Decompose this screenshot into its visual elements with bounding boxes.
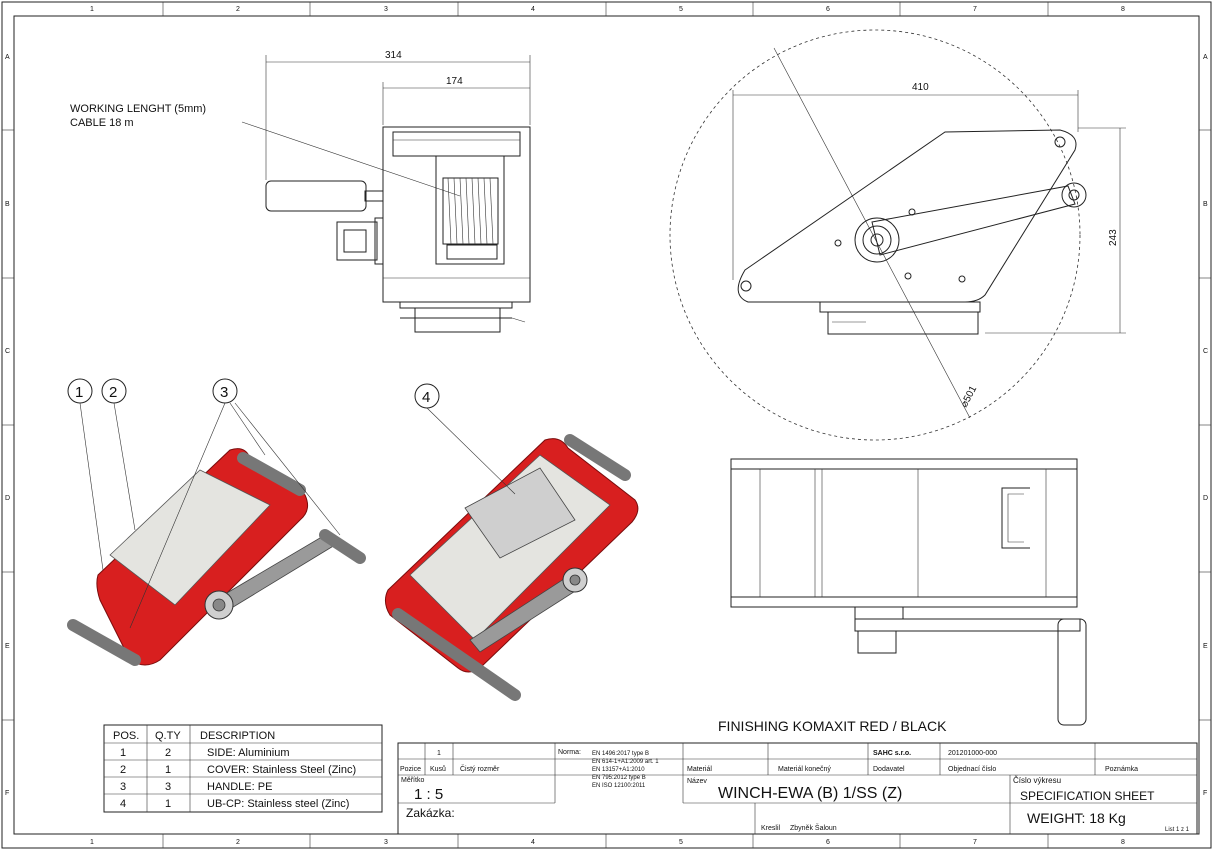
row-label: F xyxy=(5,790,9,797)
tb-norma-label: Norma: xyxy=(558,749,581,756)
bom-cell: 1 xyxy=(165,798,171,810)
tb-company: SAHC s.r.o. xyxy=(873,750,911,757)
bom-cell: 2 xyxy=(120,764,126,776)
cable-note-line2: CABLE 18 m xyxy=(70,117,134,129)
tb-norma-line: EN 614-1+A1:2009 art. 1 xyxy=(592,759,659,765)
tb-nazev-label: Název xyxy=(687,778,707,785)
tb-nazev: WINCH-EWA (B) 1/SS (Z) xyxy=(718,785,902,802)
front-view: 314 174 WORKING LENGHT (5mm) CABLE 18 m xyxy=(70,50,531,333)
col-label: 6 xyxy=(826,6,830,13)
row-label: C xyxy=(1203,348,1208,355)
tb-objednaci: Objednací číslo xyxy=(948,766,996,773)
col-label: 5 xyxy=(679,6,683,13)
col-label: 1 xyxy=(90,839,94,846)
tb-weight: WEIGHT: 18 Kg xyxy=(1027,810,1126,826)
col-label: 5 xyxy=(679,839,683,846)
side-view: ⌀501 410 243 xyxy=(669,29,1126,441)
col-label: 3 xyxy=(384,839,388,846)
tb-zakazka: Zakázka: xyxy=(406,806,455,820)
tb-qty: 1 xyxy=(437,750,441,757)
col-label: 8 xyxy=(1121,839,1125,846)
swing-circle xyxy=(669,29,1081,441)
row-label: F xyxy=(1203,790,1207,797)
row-label: E xyxy=(1203,643,1208,650)
row-label: A xyxy=(1203,54,1208,61)
tb-sheet: List 1 z 1 xyxy=(1165,827,1190,833)
inner-frame xyxy=(13,15,1200,835)
col-label: 3 xyxy=(384,6,388,13)
tb-norma-line: EN ISO 12100:2011 xyxy=(592,783,646,789)
dim-174: 174 xyxy=(446,76,463,87)
row-label: B xyxy=(5,201,10,208)
row-label: A xyxy=(5,54,10,61)
balloon-2: 2 xyxy=(109,384,117,401)
col-label: 8 xyxy=(1121,6,1125,13)
title-block: 1 Pozice Kusů Čistý rozměr Měřítko Norma… xyxy=(397,742,1198,835)
bom-cell: 1 xyxy=(120,747,126,759)
col-label: 6 xyxy=(826,839,830,846)
row-label: B xyxy=(1203,201,1208,208)
bom-cell: HANDLE: PE xyxy=(207,781,272,793)
row-label: C xyxy=(5,348,10,355)
bom-cell: SIDE: Aluminium xyxy=(207,747,290,759)
cable-note-line1: WORKING LENGHT (5mm) xyxy=(70,103,206,115)
bom-header-desc: DESCRIPTION xyxy=(200,730,275,742)
bom-header-pos: POS. xyxy=(113,730,139,742)
dim-243: 243 xyxy=(1108,229,1119,246)
col-label: 7 xyxy=(973,6,977,13)
bom-table: POS. Q.TY DESCRIPTION 1 2 SIDE: Aluminiu… xyxy=(103,724,383,813)
bom-cell: 3 xyxy=(165,781,171,793)
tb-meritko-label: Měřítko xyxy=(401,777,424,784)
tb-meritko: 1 : 5 xyxy=(414,786,443,803)
col-label: 7 xyxy=(973,839,977,846)
bom-header-qty: Q.TY xyxy=(155,730,181,742)
dim-314: 314 xyxy=(385,50,402,61)
tb-kusu: Kusů xyxy=(430,765,446,773)
tb-cislo-label: Číslo výkresu xyxy=(1013,776,1061,785)
tb-kreslil: Kreslil xyxy=(761,825,781,832)
bom-cell: 3 xyxy=(120,781,126,793)
dim-501: ⌀501 xyxy=(959,384,980,410)
row-label: D xyxy=(1203,495,1208,502)
dim-410: 410 xyxy=(912,82,929,93)
bom-cell: COVER: Stainless Steel (Zinc) xyxy=(207,764,356,776)
col-label: 2 xyxy=(236,6,240,13)
tb-author: Zbyněk Šaloun xyxy=(790,823,837,832)
tb-cisty: Čistý rozměr xyxy=(460,764,500,773)
bom-cell: 4 xyxy=(120,798,126,810)
row-label: E xyxy=(5,643,10,650)
tb-norma-line: EN 13157+A1:2010 xyxy=(592,767,645,773)
tb-cislo: SPECIFICATION SHEET xyxy=(1020,789,1155,803)
col-label: 1 xyxy=(90,6,94,13)
col-label: 2 xyxy=(236,839,240,846)
tb-norma-line: EN 1496:2017 type B xyxy=(592,751,649,757)
finishing-note: FINISHING KOMAXIT RED / BLACK xyxy=(718,718,947,734)
tb-material-konecny: Materiál konečný xyxy=(778,766,831,773)
iso-view-1: 1 2 3 xyxy=(67,378,366,666)
iso-view-2: 4 xyxy=(384,383,639,701)
bom-cell: 2 xyxy=(165,747,171,759)
tb-dodavatel: Dodavatel xyxy=(873,766,905,773)
balloon-3: 3 xyxy=(220,384,228,401)
top-view: FINISHING KOMAXIT RED / BLACK xyxy=(718,458,1087,734)
col-label: 4 xyxy=(531,839,535,846)
balloon-1: 1 xyxy=(75,384,83,401)
balloon-4: 4 xyxy=(422,389,430,406)
tb-pozice: Pozice xyxy=(400,766,421,773)
zone-labels: 1 2 3 4 5 6 7 8 1 2 3 4 5 6 7 8 A B C D … xyxy=(5,6,1208,846)
tb-drawing-no: 201201000-000 xyxy=(948,750,997,757)
col-label: 4 xyxy=(531,6,535,13)
tb-material: Materiál xyxy=(687,766,712,773)
tb-poznamka: Poznámka xyxy=(1105,766,1138,773)
bom-cell: UB-CP: Stainless steel (Zinc) xyxy=(207,798,349,810)
row-label: D xyxy=(5,495,10,502)
tb-norma-line: EN 795:2012 type B xyxy=(592,775,646,781)
bom-cell: 1 xyxy=(165,764,171,776)
